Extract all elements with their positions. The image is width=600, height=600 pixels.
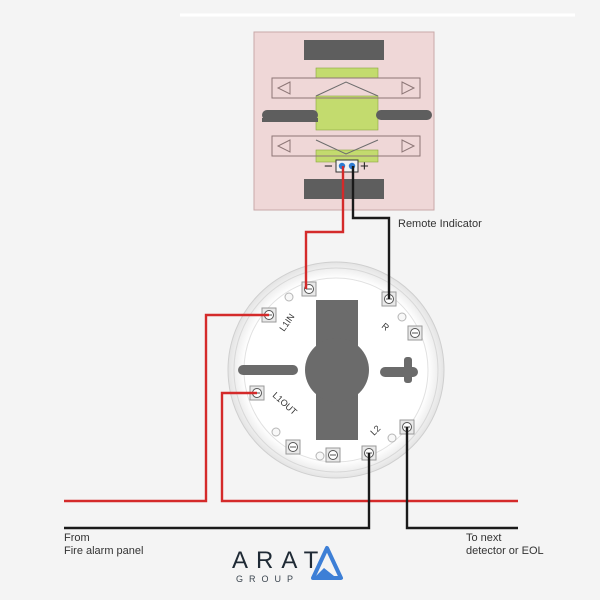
wire-red-indicator xyxy=(304,166,345,289)
wire-black-from-panel xyxy=(64,453,371,530)
indicator-arrow-frame-top xyxy=(271,77,421,99)
indicator-green-body xyxy=(315,95,379,131)
terminal-hole xyxy=(284,292,294,302)
terminal-hole xyxy=(387,433,397,443)
indicator-plus-sign: + xyxy=(360,158,369,175)
arrow-chevron-top xyxy=(315,81,379,97)
wires xyxy=(64,166,518,530)
detector-base: L1IN R L1OUT L2 xyxy=(227,261,445,479)
detector-inner-ring xyxy=(233,267,439,473)
terminal-hole xyxy=(397,312,407,322)
indicator-arrow-frame-bottom xyxy=(271,135,421,157)
brand-name: ARAT xyxy=(232,547,327,574)
from-label-line2: Fire alarm panel xyxy=(64,545,144,557)
terminal-pad-l2 xyxy=(325,419,415,463)
detector-body-hub xyxy=(305,338,369,402)
remote-indicator-label: Remote Indicator xyxy=(398,218,482,230)
detector-slot-right-knob xyxy=(404,357,412,383)
terminal-label-r: R xyxy=(380,321,392,333)
detector-slot-left xyxy=(238,365,298,375)
wire-black-to-next xyxy=(405,427,518,530)
indicator-slot-left-top xyxy=(262,110,318,120)
next-detector-label: To next detector or EOL xyxy=(466,532,544,558)
triangle-logo-icon xyxy=(311,546,343,580)
indicator-green-top xyxy=(315,67,379,79)
indicator-top-block xyxy=(304,40,384,60)
next-label-line2: detector or EOL xyxy=(466,545,544,557)
from-label-line1: From xyxy=(64,532,90,544)
terminal-pad-l1in xyxy=(261,292,294,323)
arrow-right-bottom-icon xyxy=(401,139,416,153)
terminal-pad-top xyxy=(301,281,317,297)
wire-red-from-panel xyxy=(64,313,269,503)
brand-subtitle: GROUP xyxy=(236,574,300,584)
wire-black-indicator xyxy=(351,166,391,299)
terminal-hole xyxy=(315,451,325,461)
indicator-slot-right-top xyxy=(376,110,432,120)
arrow-left-top-icon xyxy=(276,81,291,95)
arrow-left-bottom-icon xyxy=(276,139,291,153)
arrow-chevron-bottom xyxy=(315,139,379,155)
indicator-minus-sign: − xyxy=(324,158,333,175)
detector-slot-right xyxy=(380,367,418,377)
indicator-slot-left-bottom xyxy=(262,118,318,122)
next-label-line1: To next xyxy=(466,532,502,544)
from-panel-label: From Fire alarm panel xyxy=(64,532,143,558)
terminal-hole xyxy=(271,427,281,437)
arrow-right-top-icon xyxy=(401,81,416,95)
